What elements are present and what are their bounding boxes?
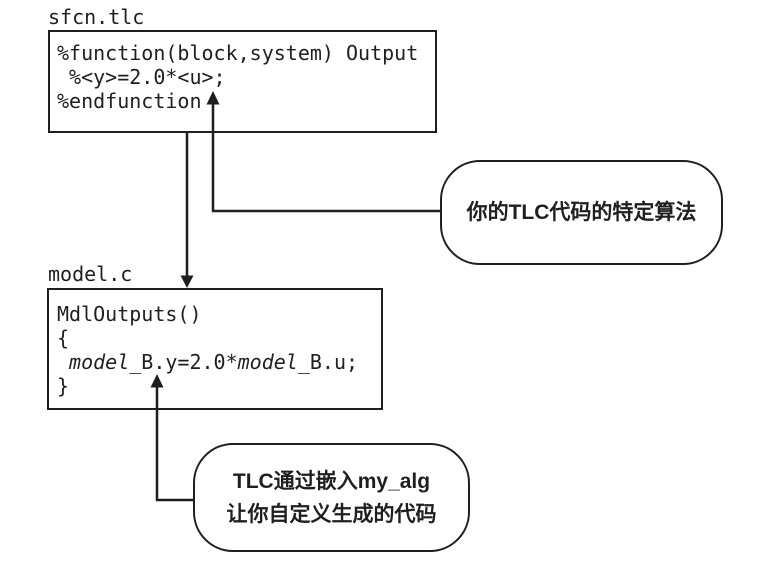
model-c-code-box: MdlOutputs() { model_B.y=2.0*model_B.u; … — [47, 288, 383, 410]
callout-text-line: 让你自定义生成的代码 — [226, 502, 437, 526]
sfcn-tlc-filename: sfcn.tlc — [48, 5, 145, 29]
code-line: MdlOutputs() — [57, 302, 202, 326]
code-segment: _B.u; — [297, 350, 359, 374]
code-line: %endfunction — [57, 89, 202, 113]
callout-text: 你的TLC代码的特定算法 — [466, 201, 697, 224]
code-line: %function(block,system) Output — [57, 41, 419, 65]
arrow-sfcn-to-model — [180, 133, 194, 288]
code-segment: model — [57, 350, 130, 374]
callout-text: TLC通过嵌入my_alg 让你自定义生成的代码 — [227, 465, 437, 531]
sfcn-tlc-code-box: %function(block,system) Output %<y>=2.0*… — [48, 30, 437, 133]
model-c-filename: model.c — [48, 262, 133, 286]
code-segment: model — [237, 350, 298, 374]
code-line: model_B.y=2.0*model_B.u; — [57, 350, 377, 374]
arrowhead-down-icon — [180, 275, 194, 288]
code-segment: _B.y=2.0* — [129, 350, 238, 374]
callout-tlc-algorithm: 你的TLC代码的特定算法 — [440, 160, 723, 265]
callout-text-line: TLC通过嵌入my_alg — [232, 469, 431, 493]
code-line: { — [57, 326, 70, 350]
code-line: %<y>=2.0*<u>; — [57, 65, 226, 89]
callout-custom-codegen: TLC通过嵌入my_alg 让你自定义生成的代码 — [193, 443, 470, 552]
code-line: } — [57, 374, 70, 398]
